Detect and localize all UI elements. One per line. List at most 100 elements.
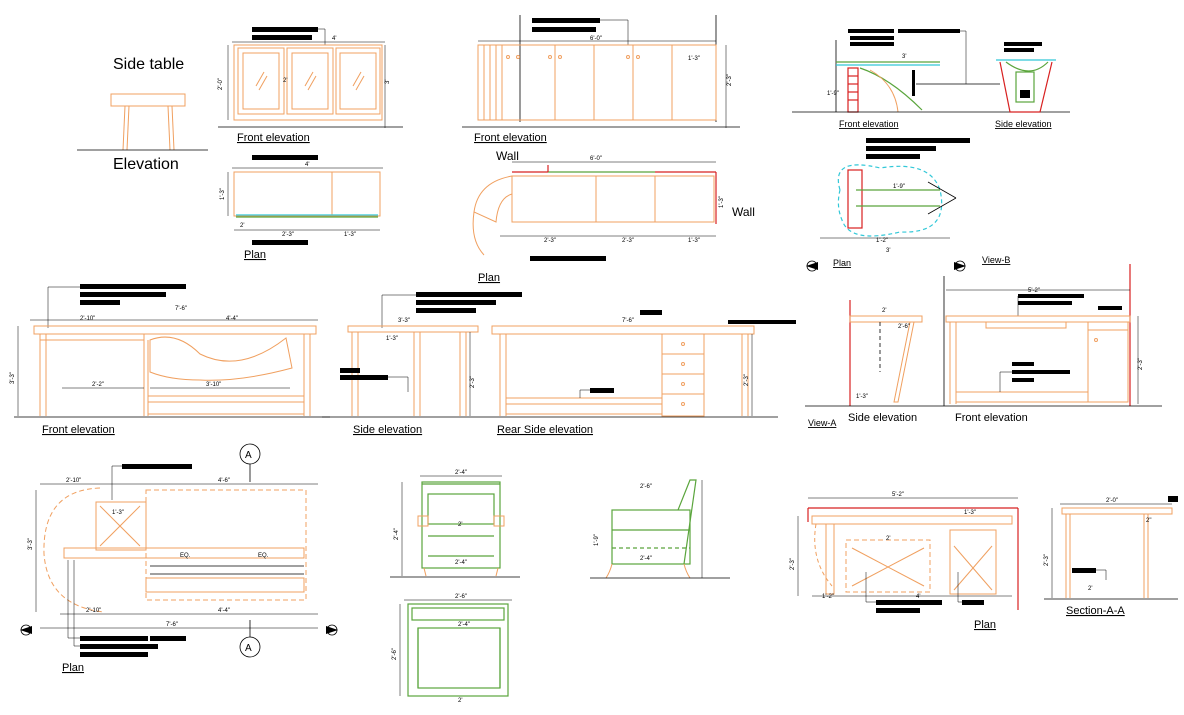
svg-text:2'-6": 2'-6" — [392, 648, 398, 660]
svg-text:2': 2' — [882, 308, 886, 314]
bottom-left-plan-label: Plan — [62, 662, 84, 674]
svg-text:2'-4": 2'-4" — [394, 528, 400, 540]
svg-text:7'-6": 7'-6" — [175, 306, 187, 312]
bottom-left-plan: A 2'-10" 4'-6" 1'-3" EQ. EQ. 3'-3" 2'-10… — [28, 443, 318, 674]
svg-text:2'-4": 2'-4" — [458, 622, 470, 628]
top-right-desk-details: 1'-9" 3' Front elevation Side elevation … — [792, 29, 1070, 268]
svg-text:2'-4": 2'-4" — [455, 560, 467, 566]
svg-text:2'-4": 2'-4" — [455, 470, 467, 476]
desk-front-label: Front elevation — [42, 424, 115, 436]
svg-text:EQ.: EQ. — [258, 553, 269, 559]
view-b-label: View-B — [982, 255, 1010, 265]
desk-rear-elevation: 7'-6" 2'-3" Rear Side elevation — [486, 310, 796, 436]
svg-text:4': 4' — [916, 594, 920, 600]
section-a-a: 2'-0" 2" 2' 2'-3" Section-A-A — [1044, 496, 1178, 617]
section-a-a-label: Section-A-A — [1066, 605, 1125, 617]
svg-text:4'-6": 4'-6" — [218, 478, 230, 484]
svg-text:1'-3": 1'-3" — [112, 510, 124, 516]
top-right-side-label: Side elevation — [995, 119, 1052, 129]
svg-text:4'-4": 4'-4" — [218, 608, 230, 614]
svg-text:1'-3": 1'-3" — [220, 188, 226, 200]
svg-text:3'-3": 3'-3" — [398, 318, 410, 324]
svg-text:2'-3": 2'-3" — [1138, 358, 1144, 370]
svg-text:2': 2' — [1088, 586, 1092, 592]
svg-text:1'-2": 1'-2" — [876, 238, 888, 244]
cabinet-a-plan-label: Plan — [244, 249, 266, 261]
cabinet-a-front-label: Front elevation — [237, 132, 310, 144]
view-a-front-label: Front elevation — [955, 412, 1028, 424]
desk-side-elevation: 3'-3" 1'-3" 2'-3" Side elevation — [322, 292, 522, 436]
svg-text:4': 4' — [332, 36, 336, 42]
svg-text:2'-0": 2'-0" — [218, 78, 224, 90]
cabinet-a-plan-outline — [233, 171, 381, 217]
view-marker-icon — [954, 260, 966, 272]
view-marker-icon — [326, 624, 338, 636]
top-right-front-label: Front elevation — [839, 119, 899, 129]
view-markers — [20, 260, 966, 636]
svg-text:1'-3": 1'-3" — [688, 56, 700, 62]
curved-desk-edge — [43, 487, 105, 613]
svg-text:1'-9": 1'-9" — [594, 534, 600, 546]
view-marker-icon — [20, 624, 32, 636]
cabinet-b-swing-door — [473, 175, 513, 223]
svg-text:2'-10": 2'-10" — [66, 478, 81, 484]
svg-text:7'-6": 7'-6" — [622, 318, 634, 324]
svg-text:5'-2": 5'-2" — [892, 492, 904, 498]
svg-text:2': 2' — [240, 223, 244, 229]
svg-text:1'-3": 1'-3" — [344, 232, 356, 238]
side-table-top — [110, 93, 186, 107]
svg-text:1'-9": 1'-9" — [827, 91, 839, 97]
cabinet-b-front-elevation: 6'-0" 1'-3" 2'-3" Front elevation — [462, 15, 740, 144]
svg-text:1'-3": 1'-3" — [719, 196, 725, 208]
svg-text:3': 3' — [886, 248, 890, 254]
svg-text:2': 2' — [458, 522, 462, 528]
svg-text:2'-3": 2'-3" — [470, 376, 476, 388]
cabinet-a-front-elevation: 4' 2' 2'-0" 3' Front elevation — [218, 27, 403, 144]
svg-text:4'-4": 4'-4" — [226, 316, 238, 322]
view-a-side-label: Side elevation — [848, 412, 917, 424]
svg-text:3': 3' — [902, 54, 906, 60]
wall-label-top: Wall — [496, 149, 519, 163]
svg-text:1'-3": 1'-3" — [386, 336, 398, 342]
cabinet-a-plan: 4' 1'-3" 2' 2'-3" 1'-3" Plan — [220, 155, 383, 261]
svg-text:2'-3": 2'-3" — [744, 374, 750, 386]
view-a-label: View-A — [808, 418, 836, 428]
svg-text:1'-3": 1'-3" — [856, 394, 868, 400]
svg-text:6'-0": 6'-0" — [590, 36, 602, 42]
svg-text:2'-6": 2'-6" — [898, 324, 910, 330]
chair-front-elevation: 2'-4" 2' 2'-4" 2'-4" — [390, 470, 520, 578]
svg-text:2'-0": 2'-0" — [1106, 498, 1118, 504]
cabinet-a-body — [233, 44, 383, 121]
svg-text:2'-3": 2'-3" — [1044, 554, 1050, 566]
svg-text:3'-3": 3'-3" — [10, 372, 16, 384]
svg-text:2'-4": 2'-4" — [640, 556, 652, 562]
view-marker-icon — [806, 260, 818, 272]
svg-text:2": 2" — [1146, 518, 1151, 524]
svg-text:6'-0": 6'-0" — [590, 156, 602, 162]
svg-text:2'-3": 2'-3" — [282, 232, 294, 238]
svg-text:2': 2' — [886, 536, 890, 542]
desk-curved-panel — [149, 336, 293, 381]
chair-plan: 2'-6" 2'-4" 2' 2'-6" — [392, 594, 512, 704]
view-a-details: 2' 1'-3" 2'-6" View-A Side elevation 5'-… — [805, 264, 1162, 428]
svg-text:3': 3' — [385, 80, 391, 84]
svg-text:2'-10": 2'-10" — [86, 608, 101, 614]
svg-text:3'-10": 3'-10" — [206, 382, 221, 388]
svg-text:2'-3": 2'-3" — [544, 238, 556, 244]
cabinet-b-front-label: Front elevation — [474, 132, 547, 144]
top-right-plan-label: Plan — [833, 258, 851, 268]
chair-side-elevation: 2'-6" 2'-4" 1'-9" — [590, 479, 730, 579]
svg-text:2'-6": 2'-6" — [640, 484, 652, 490]
svg-text:7'-6": 7'-6" — [166, 622, 178, 628]
cabinet-b-plan: Wall 6'-0" Wall 1'-3" 2'-3" 2'-3" 1'-3" … — [472, 149, 755, 284]
svg-text:3'-3": 3'-3" — [28, 538, 34, 550]
svg-text:5'-2": 5'-2" — [1028, 288, 1040, 294]
desk-front-elevation: 2'-10" 7'-6" 4'-4" 2'-2" 3'-10" 3'-3" Fr… — [10, 284, 330, 436]
cabinet-b-plan-label: Plan — [478, 272, 500, 284]
desk-rear-label: Rear Side elevation — [497, 424, 593, 436]
side-table-detail: Side table Elevation — [77, 56, 208, 173]
desk-side-label: Side elevation — [353, 424, 422, 436]
svg-text:1'-3": 1'-3" — [964, 510, 976, 516]
svg-text:A: A — [245, 450, 252, 461]
